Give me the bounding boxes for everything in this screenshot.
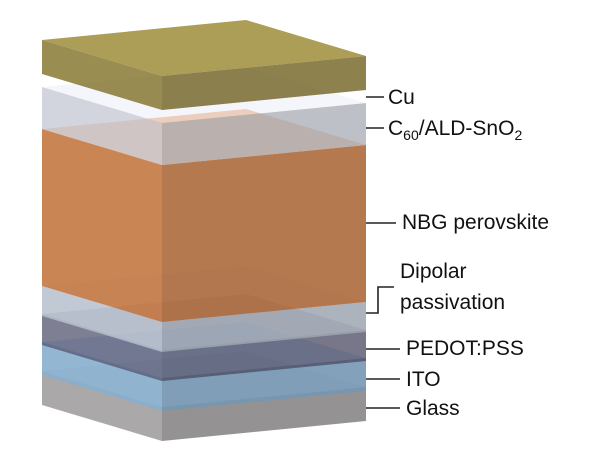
layer-pedot-left-face [42, 314, 162, 381]
label-dipolar-line-2: passivation [400, 291, 506, 314]
label-nbg-perovskite: NBG perovskite [402, 211, 550, 234]
layer-ito-left-face [42, 342, 162, 411]
label-pedot-pss: PEDOT:PSS [406, 337, 524, 360]
layer-cu-top-face [42, 20, 366, 76]
layer-perov-left-face [42, 129, 162, 322]
label-cu: Cu [388, 86, 415, 109]
layer-cu-left-face [42, 40, 162, 110]
layer-cu-right-face [162, 56, 366, 110]
layer-perov-right-face [162, 145, 366, 322]
leader-line-dipolar [366, 286, 394, 314]
label-dipolar-line-1: Dipolar [400, 260, 467, 283]
layer-blocks [42, 20, 366, 441]
layer-glass-right-face [162, 387, 366, 441]
layer-glass-left-face [42, 371, 162, 441]
leader-lines [366, 96, 400, 409]
label-glass: Glass [406, 397, 460, 420]
label-c60-ald-sno2: C60/ALD-SnO2 [388, 117, 523, 143]
layer-pedot-right-face [162, 330, 366, 381]
label-dipolar-passivation: Dipolar passivation [400, 260, 505, 315]
label-ito: ITO [406, 368, 441, 391]
layer-ito-right-face [162, 358, 366, 411]
layer-dipolar-left-face [42, 286, 162, 352]
layer-etl-right-face [162, 103, 366, 165]
layer-dipolar-right-face [162, 302, 366, 352]
layer-etl-left-face [42, 87, 162, 165]
